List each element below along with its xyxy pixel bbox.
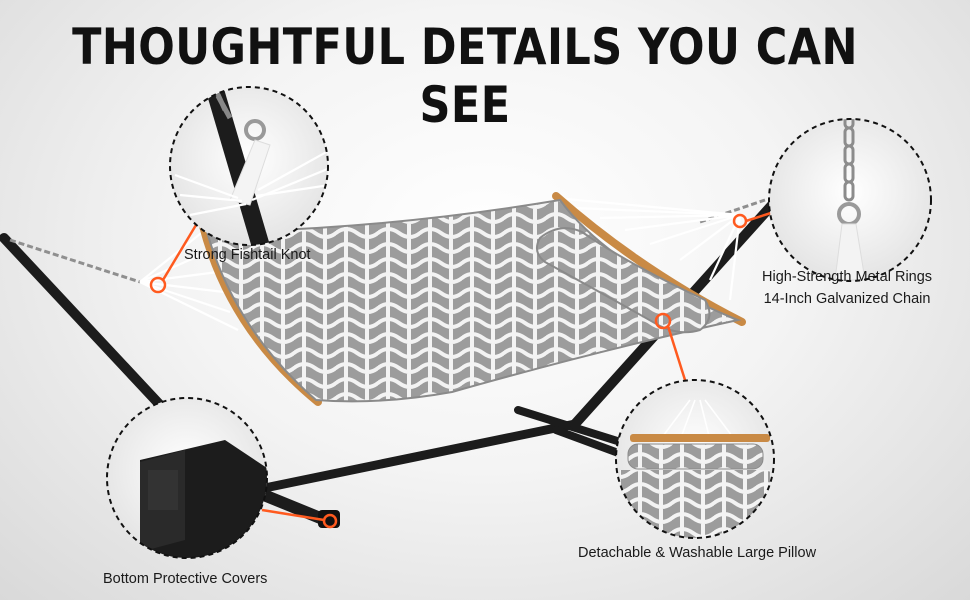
hammock-pillow <box>535 227 711 334</box>
callout-pillow: Detachable & Washable Large Pillow <box>578 542 816 564</box>
callout-protective-covers-label: Bottom Protective Covers <box>103 571 268 587</box>
callout-metal-rings: High-Strength Metal Rings 14-Inch Galvan… <box>762 266 932 310</box>
callout-markers <box>149 210 775 529</box>
headline: THOUGHTFUL DETAILS YOU CAN SEE <box>72 18 858 134</box>
callout-pillow-label: Detachable & Washable Large Pillow <box>578 545 817 561</box>
callout-fishtail-knot: Strong Fishtail Knot <box>184 244 311 266</box>
callout-chain-label: 14-Inch Galvanized Chain <box>763 291 931 307</box>
inset-metal-rings <box>768 118 932 282</box>
callout-metal-rings-label: High-Strength Metal Rings <box>762 269 933 285</box>
inset-protective-covers <box>106 397 268 559</box>
callout-fishtail-knot-label: Strong Fishtail Knot <box>184 247 311 263</box>
callout-protective-covers: Bottom Protective Covers <box>103 568 267 590</box>
inset-fishtail-knot <box>169 86 329 246</box>
inset-pillow <box>615 379 775 539</box>
ropes <box>139 196 742 331</box>
